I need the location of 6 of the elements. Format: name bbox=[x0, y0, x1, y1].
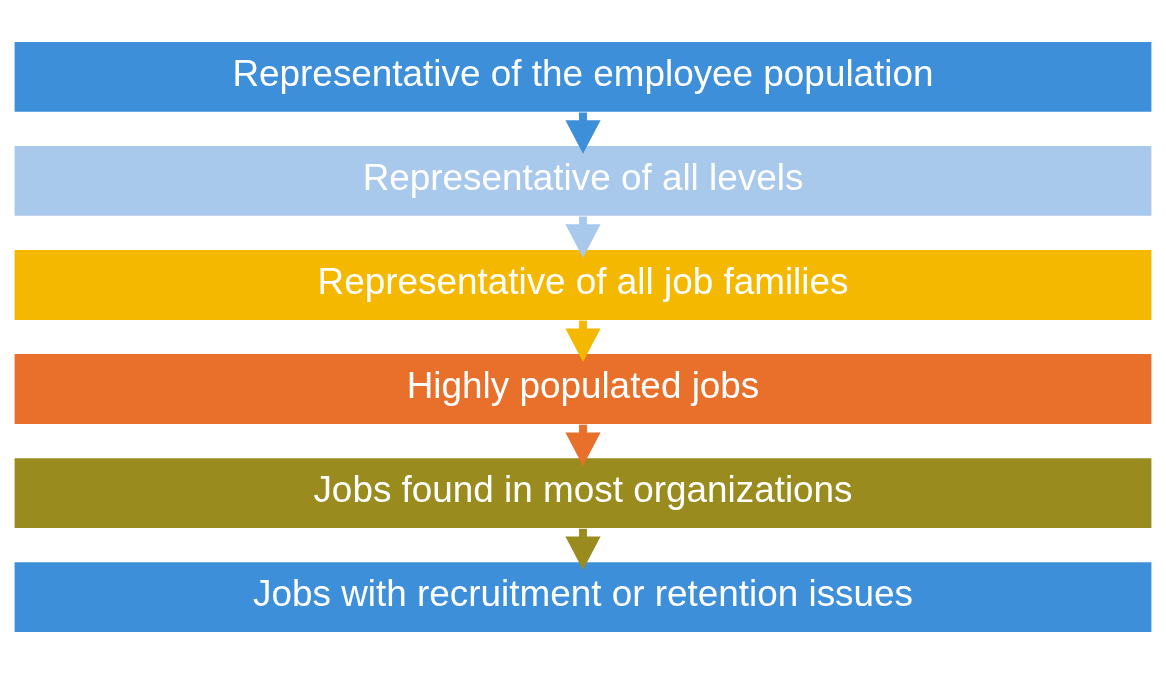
node-box: Representative of all job families bbox=[13, 248, 1153, 321]
node-box: Jobs found in most organizations bbox=[13, 456, 1153, 529]
node-box: Jobs with recruitment or retention issues bbox=[13, 560, 1153, 633]
node-box: Representative of the employee population bbox=[13, 40, 1153, 113]
node-box: Highly populated jobs bbox=[13, 352, 1153, 425]
node-box: Representative of all levels bbox=[13, 144, 1153, 217]
